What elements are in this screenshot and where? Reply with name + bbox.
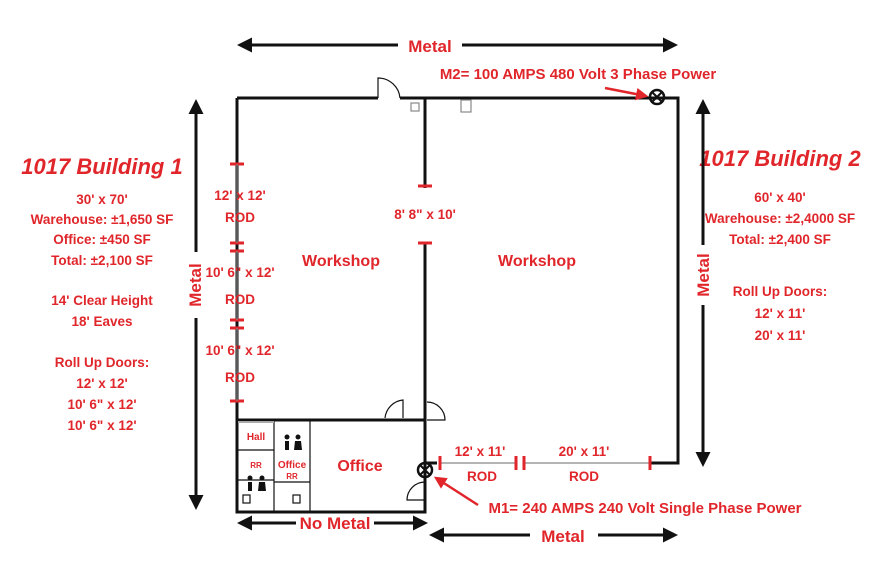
workshop2-label: Workshop [498, 253, 576, 270]
building1-office-area: Office: ±450 SF [53, 232, 150, 247]
building2-door-2: 20' x 11' [755, 328, 806, 343]
west-door2-type: ROD [225, 292, 255, 307]
top-entry-door [377, 77, 401, 99]
m1-pointer-arrow [433, 476, 479, 507]
building1-eaves: 18' Eaves [71, 314, 132, 329]
building1-dimensions: 30' x 70' [76, 192, 127, 207]
building2-info: 1017 Building 2 60' x 40' Warehouse: ±2,… [699, 146, 861, 343]
south-door1-type: ROD [467, 469, 497, 484]
south-door2-size: 20' x 11' [559, 444, 610, 459]
west-door3-size: 10' 6" x 12' [205, 343, 274, 358]
rr2-label: RR [286, 472, 298, 481]
office-block [237, 418, 425, 512]
building1-door-3: 10' 6" x 12' [67, 418, 136, 433]
south-rod-markers [438, 456, 652, 470]
building1-door-1: 12' x 12' [76, 376, 127, 391]
small-office-label: Office [278, 460, 307, 471]
south-door2-type: ROD [569, 469, 599, 484]
west-door2-size: 10' 6" x 12' [205, 265, 274, 280]
m1-meter-icon [416, 461, 434, 479]
m2-meter-icon [648, 88, 666, 106]
building2-dimensions: 60' x 40' [754, 190, 805, 205]
fixture-box-2 [460, 99, 472, 113]
workshop-office-door [384, 399, 404, 419]
building2-total-area: Total: ±2,400 SF [729, 232, 831, 247]
toilet-icon [242, 494, 301, 504]
building1-total-area: Total: ±2,100 SF [51, 253, 153, 268]
m2-pointer-arrow [604, 86, 649, 101]
interior-opening-size: 8' 8" x 10' [394, 207, 456, 222]
office-exit-door [406, 481, 426, 501]
restroom-icon [284, 434, 302, 450]
workshop1-label: Workshop [302, 253, 380, 270]
rr1-label: RR [250, 461, 262, 470]
workshop2-door [426, 401, 446, 421]
bottom-right-wall-label: Metal [541, 527, 584, 546]
building2-warehouse-area: Warehouse: ±2,4000 SF [705, 211, 855, 226]
west-door1-size: 12' x 12' [214, 188, 265, 203]
building1-clear-height: 14' Clear Height [51, 293, 153, 308]
building2-title: 1017 Building 2 [699, 146, 861, 171]
building2-door-1: 12' x 11' [755, 306, 806, 321]
building2-doors-heading: Roll Up Doors: [733, 284, 828, 299]
restroom-icon-2 [247, 475, 266, 491]
building1-doors-heading: Roll Up Doors: [55, 355, 150, 370]
west-door1-type: ROD [225, 210, 255, 225]
building1-title: 1017 Building 1 [21, 154, 182, 179]
top-wall-label: Metal [408, 37, 451, 56]
north-east-wall [237, 96, 680, 465]
building1-info: 1017 Building 1 30' x 70' Warehouse: ±1,… [21, 154, 182, 433]
west-door3-type: ROD [225, 370, 255, 385]
left-wall-label: Metal [186, 263, 205, 306]
building1-door-2: 10' 6" x 12' [67, 397, 136, 412]
office-label: Office [337, 458, 382, 475]
hall-label: Hall [247, 432, 266, 443]
m1-power-label: M1= 240 AMPS 240 Volt Single Phase Power [488, 500, 801, 517]
building1-warehouse-area: Warehouse: ±1,650 SF [31, 212, 174, 227]
m2-power-label: M2= 100 AMPS 480 Volt 3 Phase Power [440, 66, 717, 83]
fixture-box-1 [410, 102, 420, 112]
south-door1-size: 12' x 11' [455, 444, 506, 459]
right-wall-label: Metal [694, 253, 713, 296]
west-rod-markers [230, 162, 244, 403]
bottom-left-wall-label: No Metal [300, 514, 371, 533]
